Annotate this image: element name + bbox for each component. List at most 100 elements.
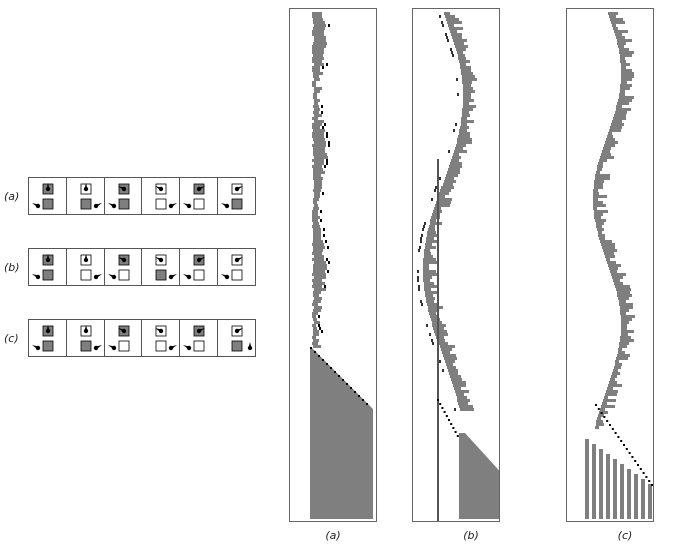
column-line <box>437 281 439 282</box>
rule-bottom-cell <box>80 198 92 210</box>
column-line <box>437 304 439 305</box>
column-line <box>437 280 439 281</box>
cell-block <box>615 33 622 36</box>
head-icon <box>234 328 244 334</box>
column-line <box>437 390 439 391</box>
head-trace <box>448 419 450 421</box>
column-line <box>437 260 439 261</box>
column-line <box>446 36 448 39</box>
head-trace <box>321 105 323 108</box>
stripe-column <box>620 464 624 519</box>
triangle-region <box>310 347 373 519</box>
column-line <box>437 483 439 484</box>
column-line <box>437 419 439 420</box>
column-line <box>437 243 439 244</box>
column-line <box>437 167 439 168</box>
column-line <box>437 505 439 506</box>
head-icon <box>169 274 178 280</box>
column-line <box>420 240 422 243</box>
stripe-column <box>613 459 617 519</box>
column-line <box>441 21 443 24</box>
column-line <box>439 177 441 180</box>
column-line <box>437 433 439 434</box>
cell-block <box>312 48 324 51</box>
column-line <box>437 415 439 416</box>
column-line <box>437 163 439 164</box>
cell-block <box>314 141 326 144</box>
head-trace <box>325 240 327 243</box>
column-line <box>434 189 436 192</box>
head-icon <box>83 325 89 334</box>
column-line <box>437 310 439 311</box>
head-trace <box>326 132 328 135</box>
cell-block <box>614 366 621 369</box>
cell-block <box>593 192 599 195</box>
column-line <box>437 283 439 284</box>
column-line <box>420 237 422 240</box>
column-line <box>447 39 449 42</box>
cell-block <box>611 273 626 276</box>
column-line <box>437 196 439 197</box>
cell-block <box>593 204 606 207</box>
cell-block <box>436 336 444 339</box>
column-line <box>437 469 439 470</box>
cell-block <box>447 366 456 369</box>
cell-block <box>452 36 462 39</box>
cell-block <box>594 210 608 213</box>
cell-block <box>609 267 618 270</box>
cell-block <box>312 342 318 345</box>
cell-block <box>313 189 321 192</box>
head-trace <box>623 444 625 446</box>
cell-block <box>312 219 318 222</box>
rule-bottom-cell <box>42 269 54 281</box>
column-line <box>437 395 439 396</box>
head-trace <box>631 456 634 458</box>
column-line <box>437 253 439 254</box>
cell-block <box>618 297 629 300</box>
cell-block <box>313 222 319 225</box>
column-line <box>437 511 439 512</box>
head-trace <box>319 327 321 330</box>
head-trace <box>648 480 651 482</box>
column-line <box>437 373 439 374</box>
head-trace <box>330 367 332 369</box>
cell-block <box>613 117 626 120</box>
cell-block <box>313 207 319 210</box>
cell-block <box>614 30 628 33</box>
column-line <box>437 191 439 192</box>
cell-block <box>618 351 625 354</box>
cell-block <box>598 414 604 417</box>
cell-block <box>450 30 457 33</box>
column-line <box>437 507 439 508</box>
stripe-column <box>648 484 652 519</box>
column-line <box>437 500 439 501</box>
column-line <box>437 456 439 457</box>
column-line <box>437 200 439 201</box>
column-line <box>437 245 439 246</box>
column-line <box>437 516 439 517</box>
column-line <box>437 211 439 212</box>
column-line <box>437 453 439 454</box>
cell-block <box>620 54 632 57</box>
column-line <box>437 382 439 383</box>
head-trace <box>342 379 344 381</box>
head-trace <box>321 330 323 333</box>
column-line <box>437 491 439 492</box>
column-line <box>437 429 439 430</box>
cell-block <box>423 279 430 282</box>
column-line <box>437 425 439 426</box>
cell-block <box>313 111 319 114</box>
column-line <box>437 295 439 296</box>
head-trace <box>323 228 325 231</box>
cell-block <box>609 129 621 132</box>
cell-block <box>312 51 324 54</box>
column-line <box>437 276 439 277</box>
cell-block <box>314 78 320 81</box>
cell-block <box>426 297 435 300</box>
column-line <box>437 488 439 489</box>
column-line <box>437 444 439 445</box>
column-line <box>437 356 439 357</box>
stripe-column <box>641 479 645 519</box>
column-line <box>445 33 447 36</box>
column-line <box>437 349 439 350</box>
